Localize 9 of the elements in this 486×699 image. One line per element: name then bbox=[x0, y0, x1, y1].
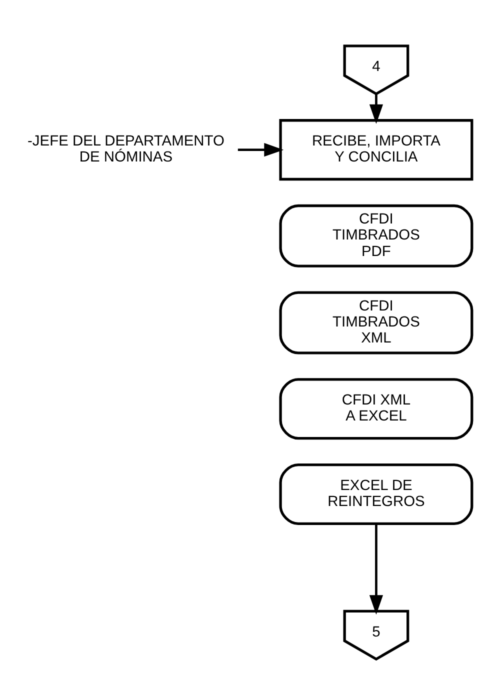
arrow bbox=[369, 94, 384, 124]
node-box: RECIBE, IMPORTA Y CONCILIA bbox=[279, 118, 474, 180]
node-box: EXCEL DE REINTEGROS bbox=[279, 463, 474, 525]
node-box: CFDI XML A EXCEL bbox=[279, 378, 474, 440]
node-box: CFDI TIMBRADOS PDF bbox=[279, 204, 474, 267]
arrow bbox=[369, 523, 384, 614]
node-text: -JEFE DEL DEPARTAMENTO DE NÓMINAS bbox=[28, 132, 224, 166]
node-box: CFDI TIMBRADOS XML bbox=[279, 290, 474, 354]
arrow bbox=[238, 142, 284, 156]
